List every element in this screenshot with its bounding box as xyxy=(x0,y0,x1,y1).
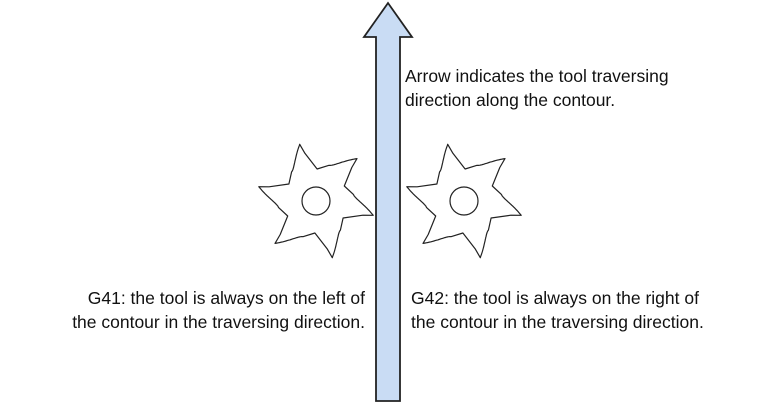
cutter-left-bore-icon xyxy=(301,186,331,216)
tool-direction-arrow-icon xyxy=(362,1,414,402)
g42-line-2: the contour in the traversing direction. xyxy=(411,312,704,332)
g41-description: G41: the tool is always on the left of t… xyxy=(72,286,365,334)
arrow-note-line-1: Arrow indicates the tool traversing xyxy=(405,66,669,86)
arrow-direction-note: Arrow indicates the tool traversing dire… xyxy=(405,64,669,112)
g42-line-1: G42: the tool is always on the right of xyxy=(411,288,699,308)
arrow-note-line-2: direction along the contour. xyxy=(405,90,616,110)
g41-line-1: G41: the tool is always on the left of xyxy=(87,288,365,308)
g41-line-2: the contour in the traversing direction. xyxy=(72,312,365,332)
cutter-right-bore-icon xyxy=(449,186,479,216)
g42-description: G42: the tool is always on the right of … xyxy=(411,286,704,334)
